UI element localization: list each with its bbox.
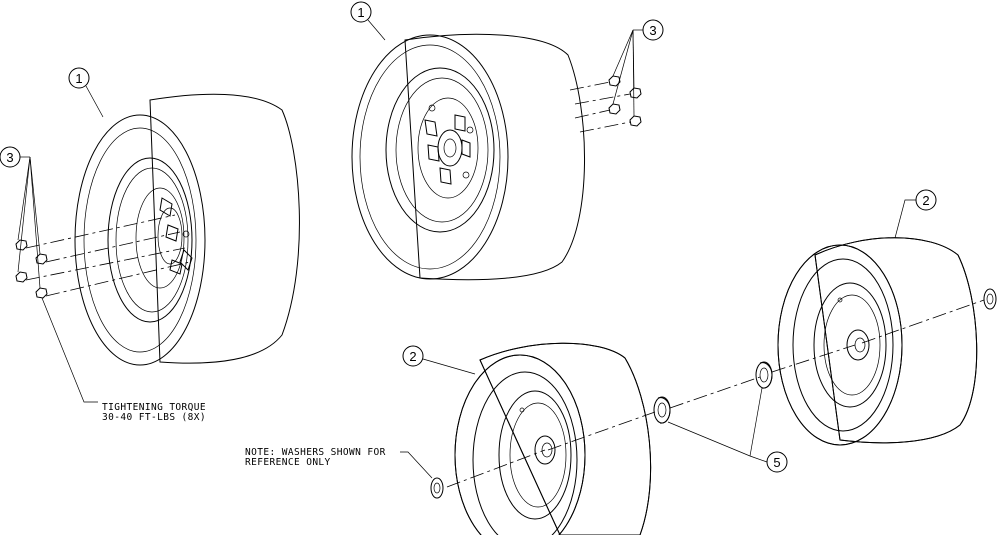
svg-text:REFERENCE ONLY: REFERENCE ONLY: [245, 457, 331, 468]
svg-text:NOTE: WASHERS SHOWN FOR: NOTE: WASHERS SHOWN FOR: [245, 447, 386, 458]
smooth-tire-center: [351, 33, 586, 281]
callout-1-left: 1: [68, 67, 104, 118]
callout-2-right: 2: [894, 189, 937, 239]
tread-tire-right: [777, 237, 978, 446]
svg-text:TIGHTENING TORQUE: TIGHTENING TORQUE: [102, 402, 206, 413]
tread-tire-lower-left: [454, 342, 652, 535]
svg-text:2: 2: [409, 349, 416, 364]
callout-3-right: 3: [612, 19, 664, 117]
svg-text:1: 1: [75, 71, 82, 86]
callout-2-lower: 2: [402, 345, 476, 375]
washer-note: NOTE: WASHERS SHOWN FOR REFERENCE ONLY: [245, 447, 433, 479]
smooth-tire-left: [74, 93, 300, 366]
callout-3-left: 3: [0, 146, 41, 289]
svg-text:2: 2: [922, 193, 929, 208]
svg-text:30-40 FT-LBS (8X): 30-40 FT-LBS (8X): [102, 412, 206, 423]
callout-5: 5: [667, 387, 788, 473]
callout-1-center: 1: [350, 1, 386, 41]
centerlines: [25, 81, 985, 488]
svg-text:3: 3: [649, 23, 656, 38]
svg-text:1: 1: [357, 5, 364, 20]
washers: [430, 288, 997, 499]
torque-note: TIGHTENING TORQUE 30-40 FT-LBS (8X): [41, 297, 206, 423]
svg-text:3: 3: [6, 150, 13, 165]
svg-text:5: 5: [773, 455, 780, 470]
